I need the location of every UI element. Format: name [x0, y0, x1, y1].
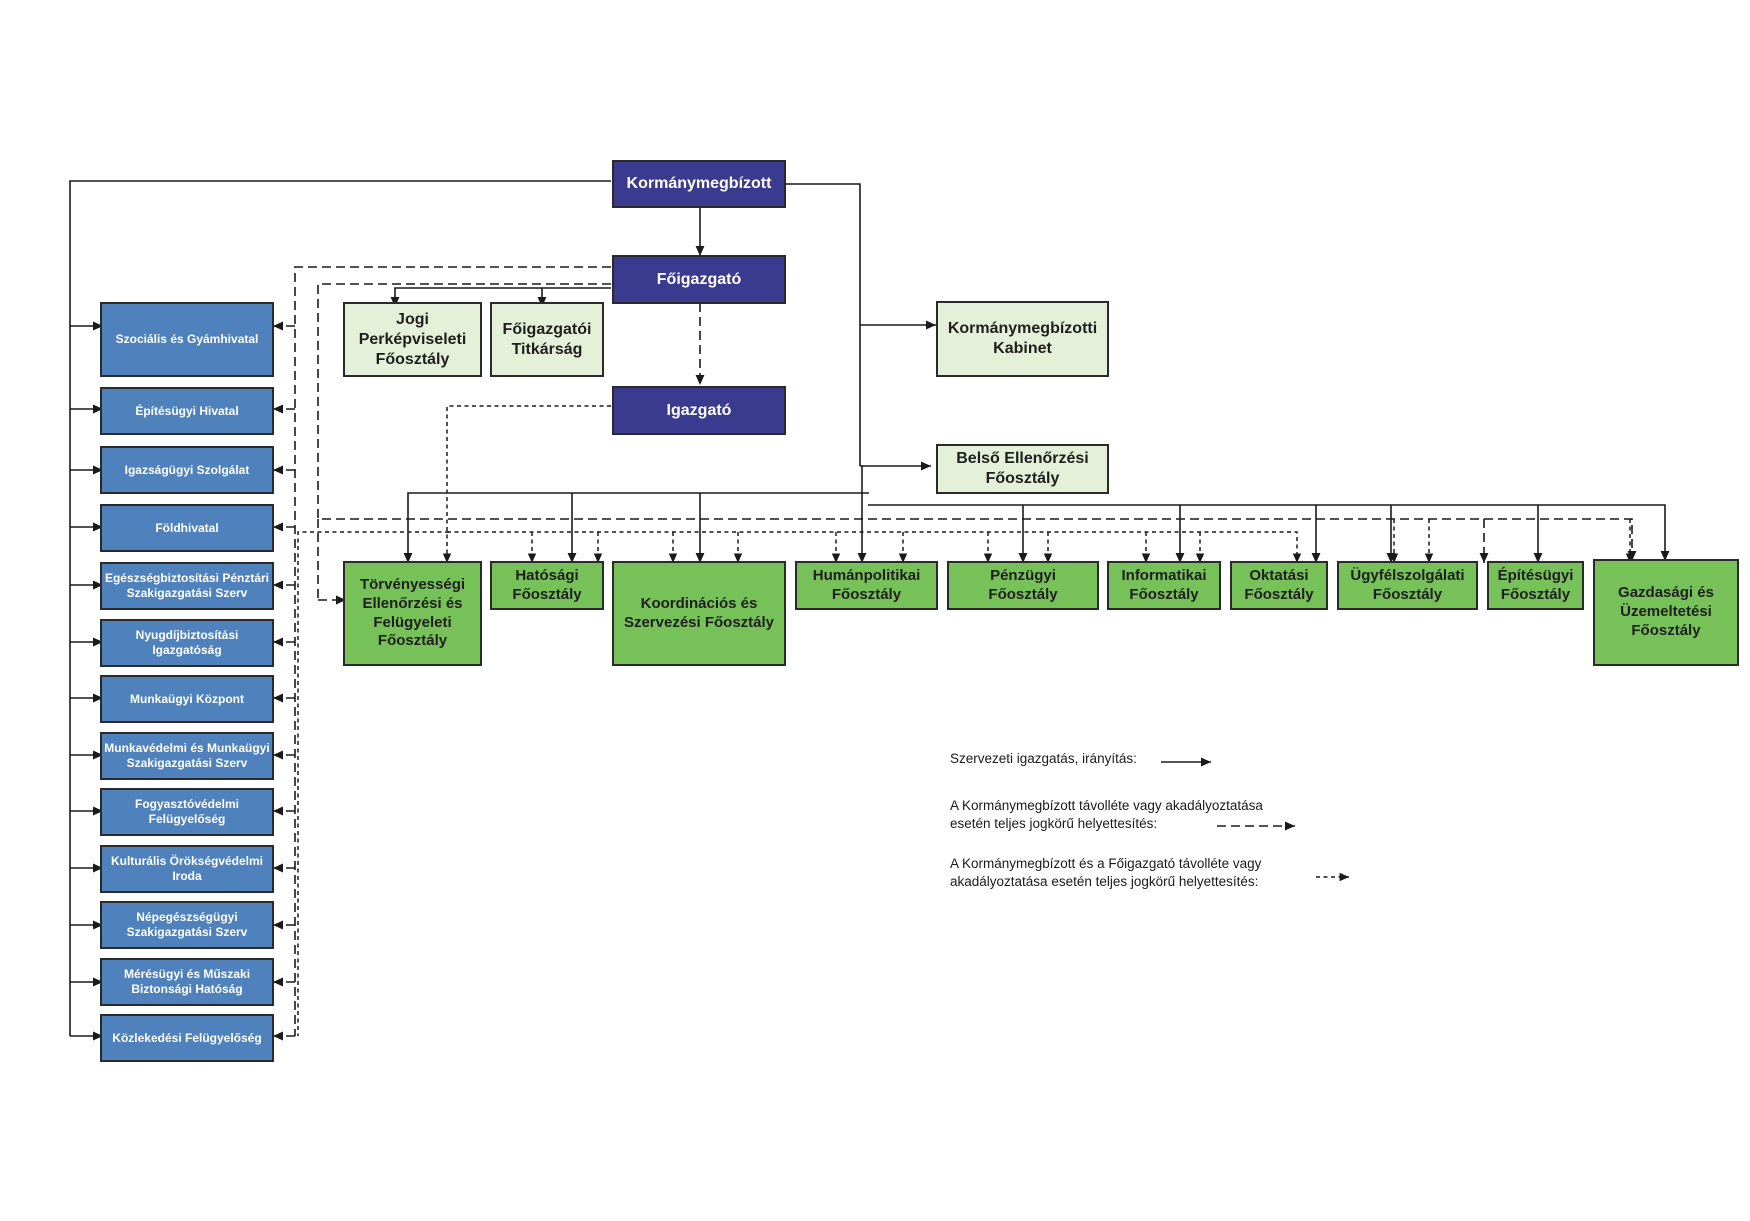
- dashed-connectors: [273, 266, 1637, 1041]
- igazgato-box: Igazgató: [612, 386, 786, 435]
- office-label: Igazságügyi Szolgálat: [124, 462, 250, 477]
- igazgato-label: Igazgató: [666, 401, 732, 419]
- koordinacios-label: Koordinációs és Szervezési Főosztály: [623, 594, 775, 631]
- office-label: Egészségbiztosítási Pénztári Szakigazgat…: [104, 571, 270, 600]
- office-meresugyi: Mérésügyi és Műszaki Biztonsági Hatóság: [100, 958, 274, 1006]
- dotted-connectors: [297, 405, 1635, 1036]
- office-label: Munkaügyi Központ: [130, 691, 244, 706]
- office-label: Építésügyi Hivatal: [135, 403, 239, 418]
- humanpolitikai-box: Humánpolitikai Főosztály: [795, 561, 938, 610]
- gazdasagi-box: Gazdasági és Üzemeltetési Főosztály: [1593, 559, 1739, 666]
- torvenyessegi-label: Törvényességi Ellenőrzési és Felügyeleti…: [359, 576, 466, 650]
- hatosagi-box: Hatósági Főosztály: [490, 561, 604, 610]
- office-munkaugyi: Munkaügyi Központ: [100, 675, 274, 723]
- office-label: Nyugdíjbiztosítási Igazgatóság: [135, 628, 239, 657]
- office-label: Munkavédelmi és Munkaügyi Szakigazgatási…: [104, 741, 270, 770]
- informatikai-box: Informatikai Főosztály: [1107, 561, 1221, 610]
- belso-ellenorzesi-label: Belső Ellenőrzési Főosztály: [956, 450, 1089, 487]
- ugyfelszolgalati-label: Ügyfélszolgálati Főosztály: [1350, 566, 1465, 603]
- office-label: Fogyasztóvédelmi Felügyelőség: [134, 797, 240, 826]
- penzugyi-box: Pénzügyi Főosztály: [947, 561, 1099, 610]
- office-label: Kulturális Örökségvédelmi Iroda: [110, 854, 264, 883]
- foigazgato-label: Főigazgató: [656, 270, 742, 288]
- epitesugyi-label: Építésügyi Főosztály: [1497, 566, 1574, 603]
- office-egeszsegbiztositasi: Egészségbiztosítási Pénztári Szakigazgat…: [100, 562, 274, 610]
- hatosagi-label: Hatósági Főosztály: [512, 566, 582, 603]
- kormanymegbizott-label: Kormánymegbízott: [626, 175, 772, 192]
- penzugyi-label: Pénzügyi Főosztály: [988, 566, 1058, 603]
- office-nyugdijbiztositasi: Nyugdíjbiztosítási Igazgatóság: [100, 619, 274, 667]
- office-label: Mérésügyi és Műszaki Biztonsági Hatóság: [123, 967, 251, 996]
- humanpolitikai-label: Humánpolitikai Főosztály: [812, 566, 921, 603]
- epitesugyi-box: Építésügyi Főosztály: [1487, 561, 1584, 610]
- ugyfelszolgalati-box: Ügyfélszolgálati Főosztály: [1337, 561, 1478, 610]
- office-kulturalis: Kulturális Örökségvédelmi Iroda: [100, 845, 274, 893]
- kormanymegbizott-box: Kormánymegbízott: [612, 160, 786, 208]
- office-label: Közlekedési Felügyelőség: [112, 1030, 262, 1045]
- foigazgato-box: Főigazgató: [612, 255, 786, 304]
- solid-connectors: [69, 180, 1670, 1041]
- office-fogyasztovedelmi: Fogyasztóvédelmi Felügyelőség: [100, 788, 274, 836]
- office-label: Szociális és Gyámhivatal: [115, 332, 259, 346]
- oktatasi-box: Oktatási Főosztály: [1230, 561, 1328, 610]
- kormanymegbizotti-kabinet-box: Kormánymegbízotti Kabinet: [936, 301, 1109, 377]
- belso-ellenorzesi-box: Belső Ellenőrzési Főosztály: [936, 444, 1109, 494]
- foigazgatoi-titkarsag-box: Főigazgatói Titkárság: [490, 302, 604, 377]
- office-epitesugyi: Építésügyi Hivatal: [100, 387, 274, 435]
- office-szocialis: Szociális és Gyámhivatal: [100, 302, 274, 377]
- gazdasagi-label: Gazdasági és Üzemeltetési Főosztály: [1618, 584, 1714, 639]
- office-nepegeszsegugyi: Népegészségügyi Szakigazgatási Szerv: [100, 901, 274, 949]
- office-label: Népegészségügyi Szakigazgatási Szerv: [126, 910, 248, 939]
- legend-dashed-text: A Kormánymegbízott távolléte vagy akadál…: [950, 798, 1263, 832]
- jogi-perkepviseleti-box: Jogi Perképviseleti Főosztály: [343, 302, 482, 377]
- office-kozlekedesi: Közlekedési Felügyelőség: [100, 1014, 274, 1062]
- koordinacios-box: Koordinációs és Szervezési Főosztály: [612, 561, 786, 666]
- informatikai-label: Informatikai Főosztály: [1121, 566, 1207, 603]
- office-igazsagugyi: Igazságügyi Szolgálat: [100, 446, 274, 494]
- office-munkavedelmi: Munkavédelmi és Munkaügyi Szakigazgatási…: [100, 732, 274, 780]
- torvenyessegi-box: Törvényességi Ellenőrzési és Felügyeleti…: [343, 561, 482, 666]
- office-foldhivatal: Földhivatal: [100, 504, 274, 552]
- jogi-perkepviseleti-label: Jogi Perképviseleti Főosztály: [358, 310, 467, 368]
- foigazgatoi-titkarsag-label: Főigazgatói Titkárság: [502, 320, 592, 358]
- oktatasi-label: Oktatási Főosztály: [1244, 566, 1314, 603]
- legend-dotted-text: A Kormánymegbízott és a Főigazgató távol…: [950, 856, 1262, 890]
- kormanymegbizotti-kabinet-label: Kormánymegbízotti Kabinet: [947, 320, 1098, 357]
- legend-solid-text: Szervezeti igazgatás, irányítás:: [950, 751, 1137, 766]
- office-label: Földhivatal: [155, 520, 219, 535]
